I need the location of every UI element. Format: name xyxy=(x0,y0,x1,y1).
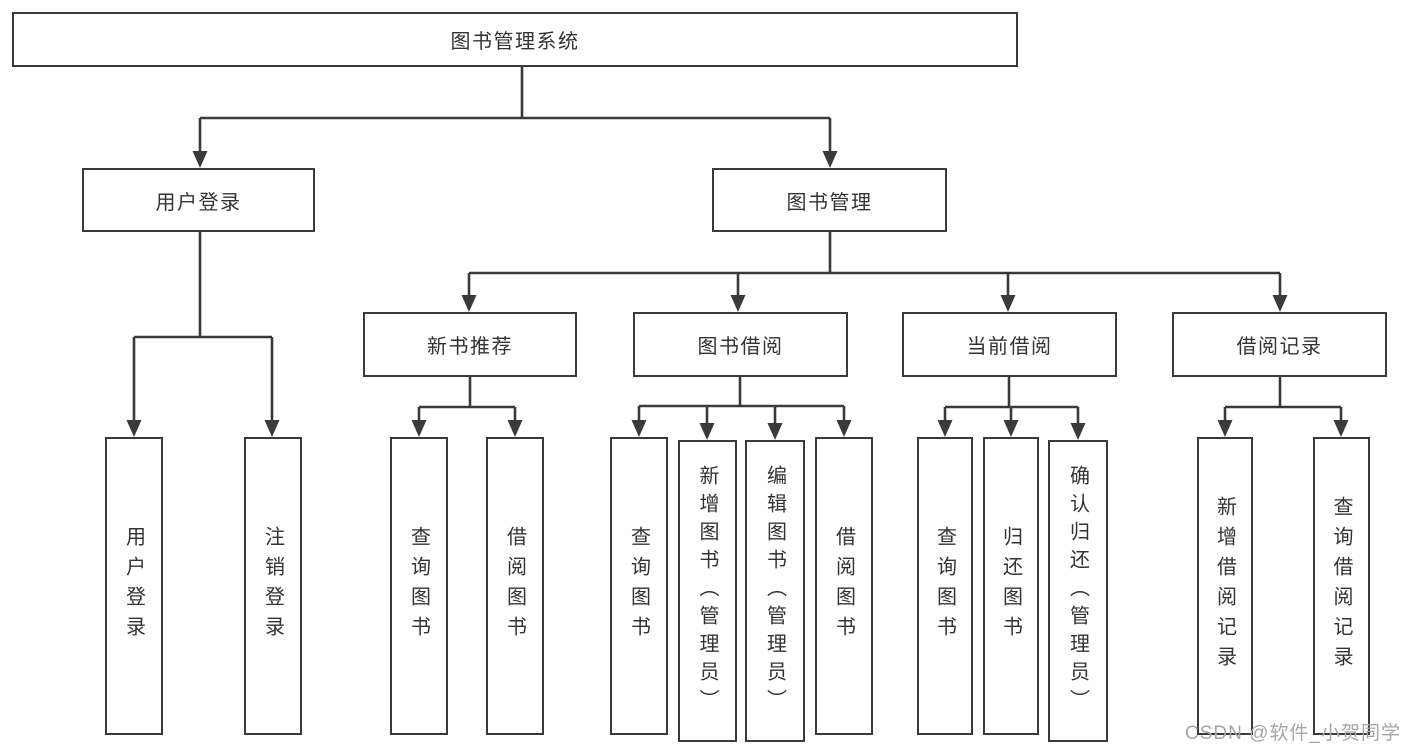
node-borrowing-records: 借阅记录 xyxy=(1172,312,1387,377)
leaf-user-login: 用户登录 xyxy=(105,437,163,735)
node-current-borrowing: 当前借阅 xyxy=(902,312,1117,377)
leaf-logout: 注销登录 xyxy=(244,437,302,735)
node-user-login: 用户登录 xyxy=(82,168,315,232)
leaf-borrowing-query-books: 查询图书 xyxy=(610,437,668,735)
node-book-borrowing: 图书借阅 xyxy=(633,312,848,377)
leaf-records-add-record: 新增借阅记录 xyxy=(1197,437,1253,735)
leaf-current-query-books: 查询图书 xyxy=(917,437,973,735)
node-book-management: 图书管理 xyxy=(712,168,947,232)
leaf-borrowing-edit-books: 编辑图书（管理员） xyxy=(745,440,805,742)
csdn-watermark: CSDN @软件_小贺同学 xyxy=(1185,723,1401,744)
leaf-recommend-borrow-books: 借阅图书 xyxy=(486,437,544,735)
node-new-book-recommend: 新书推荐 xyxy=(363,312,577,377)
leaf-records-query-record: 查询借阅记录 xyxy=(1313,437,1370,735)
leaf-borrowing-borrow-books: 借阅图书 xyxy=(815,437,873,735)
node-root: 图书管理系统 xyxy=(12,12,1018,67)
leaf-current-return-books: 归还图书 xyxy=(983,437,1039,735)
leaf-recommend-query-books: 查询图书 xyxy=(390,437,448,735)
leaf-borrowing-add-books: 新增图书（管理员） xyxy=(678,440,737,742)
leaf-current-confirm-return: 确认归还（管理员） xyxy=(1048,440,1108,742)
